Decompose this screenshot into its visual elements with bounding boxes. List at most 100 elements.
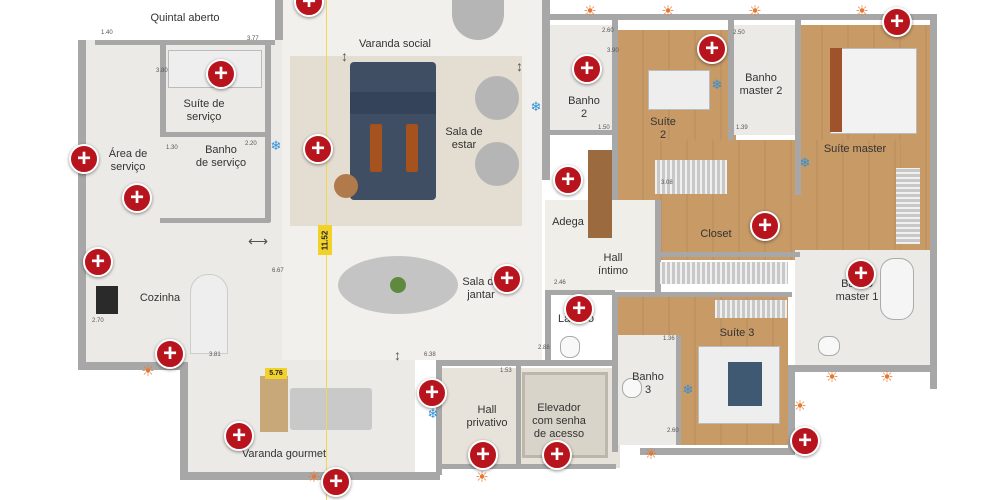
hotspot-marker-plus-icon[interactable]: + xyxy=(69,144,99,174)
dimension-label: 3.08 xyxy=(661,180,673,186)
dimension-label: 1.40 xyxy=(101,30,113,36)
hotspot-marker-plus-icon[interactable]: + xyxy=(206,59,236,89)
closet-rack xyxy=(660,262,788,284)
hotspot-marker-plus-icon[interactable]: + xyxy=(83,247,113,277)
room-sala-estar: Sala de estar xyxy=(445,126,483,151)
bed xyxy=(648,70,710,110)
dimension-label: 1.30 xyxy=(166,145,178,151)
dimension-label: 3.77 xyxy=(247,36,259,42)
sun-icon: ☀ xyxy=(880,369,894,386)
kitchen-island xyxy=(190,274,228,354)
wall xyxy=(78,362,188,370)
dimension-label: 2.88 xyxy=(538,345,550,351)
hotspot-marker-plus-icon[interactable]: + xyxy=(697,34,727,64)
wall xyxy=(160,218,270,223)
wall xyxy=(275,0,283,40)
wall xyxy=(676,335,681,445)
air-conditioning-icon: ❄ xyxy=(530,99,542,114)
room-hall-intimo: Hall íntimo xyxy=(598,252,628,277)
dimension-label: 1.53 xyxy=(500,368,512,374)
sofa xyxy=(350,62,436,200)
hotspot-marker-plus-icon[interactable]: + xyxy=(542,440,572,470)
room-suite3: Suíte 3 xyxy=(719,327,755,339)
hotspot-marker-plus-icon[interactable]: + xyxy=(553,165,583,195)
air-conditioning-icon: ❄ xyxy=(270,138,282,153)
dimension-label: 3.90 xyxy=(607,48,619,54)
toilet xyxy=(622,378,642,398)
wall xyxy=(542,0,550,180)
wall xyxy=(160,132,270,137)
sun-icon: ☀ xyxy=(141,363,155,380)
dimension-label: 6.67 xyxy=(272,268,284,274)
counter xyxy=(260,376,288,432)
room-banho-servico: Banho de serviço xyxy=(195,144,247,169)
wall xyxy=(788,365,795,455)
hotspot-marker-plus-icon[interactable]: + xyxy=(122,183,152,213)
hotspot-marker-plus-icon[interactable]: + xyxy=(846,259,876,289)
hotspot-marker-plus-icon[interactable]: + xyxy=(492,264,522,294)
sun-icon: ☀ xyxy=(475,469,489,486)
sun-icon: ☀ xyxy=(748,3,762,20)
room-cozinha: Cozinha xyxy=(139,292,181,304)
hotspot-marker-plus-icon[interactable]: + xyxy=(572,54,602,84)
dimension-label: 3.81 xyxy=(209,352,221,358)
hotspot-marker-plus-icon[interactable]: + xyxy=(417,378,447,408)
toilet xyxy=(818,336,840,356)
dimension-label: 2.50 xyxy=(733,30,745,36)
dimension-label: 6.38 xyxy=(424,352,436,358)
hotspot-marker-plus-icon[interactable]: + xyxy=(750,211,780,241)
room-closet: Closet xyxy=(700,228,732,240)
bathtub xyxy=(880,258,914,320)
hotspot-marker-plus-icon[interactable]: + xyxy=(303,134,333,164)
arrow-icon: ↕ xyxy=(516,58,523,74)
room-suite-servico: Suíte de serviço xyxy=(183,98,225,123)
toilet xyxy=(560,336,580,358)
closet-rack xyxy=(715,300,787,318)
air-conditioning-icon: ❄ xyxy=(427,406,439,421)
dimension-label: 2.70 xyxy=(92,318,104,324)
sun-icon: ☀ xyxy=(793,398,807,415)
hotspot-marker-plus-icon[interactable]: + xyxy=(468,440,498,470)
arrow-icon: ↕ xyxy=(341,48,348,64)
dimension-badge: 11.52 xyxy=(318,225,332,255)
wall xyxy=(436,464,616,469)
sofa-chaise xyxy=(350,92,436,114)
hotspot-marker-plus-icon[interactable]: + xyxy=(790,426,820,456)
wall xyxy=(728,20,734,140)
wall xyxy=(612,20,618,200)
dimension-badge: 5.76 xyxy=(265,368,287,379)
hotspot-marker-plus-icon[interactable]: + xyxy=(882,7,912,37)
hotspot-marker-plus-icon[interactable]: + xyxy=(155,339,185,369)
armchair xyxy=(475,142,519,186)
hotspot-marker-plus-icon[interactable]: + xyxy=(224,421,254,451)
air-conditioning-icon: ❄ xyxy=(799,155,811,170)
wall xyxy=(180,472,440,480)
arrow-icon: ↕ xyxy=(394,347,401,363)
armchair xyxy=(475,76,519,120)
floor-service-area xyxy=(82,40,282,370)
room-suite-master: Suíte master xyxy=(823,143,887,155)
wall xyxy=(180,362,188,480)
floor-closet xyxy=(660,140,900,260)
hotspot-marker-plus-icon[interactable]: + xyxy=(564,294,594,324)
wall xyxy=(795,20,801,195)
hotspot-marker-plus-icon[interactable]: + xyxy=(321,467,351,497)
wall xyxy=(660,252,800,257)
wall xyxy=(795,365,937,372)
dimension-label: 2.20 xyxy=(245,141,257,147)
room-suite2: Suíte 2 xyxy=(650,116,676,141)
dimension-label: 1.50 xyxy=(598,125,610,131)
room-elevador: Elevador com senha de acesso xyxy=(532,402,586,440)
room-banho2: Banho 2 xyxy=(568,95,600,120)
bed xyxy=(830,48,917,134)
room-area-servico: Área de serviço xyxy=(108,148,148,173)
sun-icon: ☀ xyxy=(661,3,675,20)
sun-icon: ☀ xyxy=(825,369,839,386)
wall xyxy=(640,448,795,455)
blanket xyxy=(728,362,762,406)
room-varanda-social: Varanda social xyxy=(359,38,431,50)
dimension-label: 3.80 xyxy=(156,68,168,74)
room-quintal-aberto: Quintal aberto xyxy=(150,12,220,24)
wall xyxy=(545,290,551,360)
air-conditioning-icon: ❄ xyxy=(711,77,723,92)
